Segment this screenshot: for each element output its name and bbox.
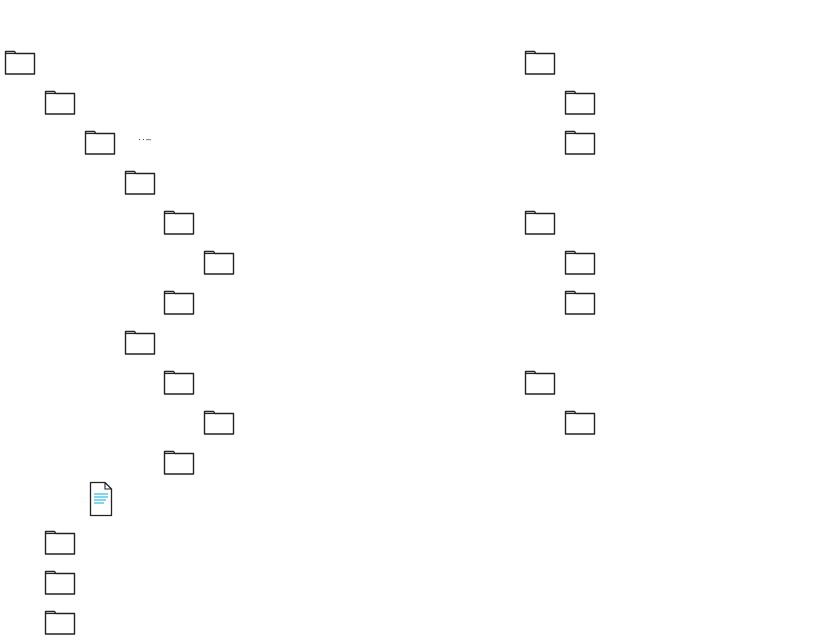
tree-node-file[interactable] <box>84 481 124 517</box>
folder-icon <box>564 85 596 117</box>
folder-icon <box>564 125 596 157</box>
folder-icon <box>524 45 556 77</box>
folder-icon <box>564 245 596 277</box>
folder-icon <box>203 405 235 437</box>
tree-node-folder[interactable] <box>564 285 604 317</box>
tree-node-folder[interactable]: ··– <box>84 125 152 157</box>
tree-node-folder[interactable] <box>564 125 604 157</box>
folder-icon <box>44 525 76 557</box>
tree-node-folder[interactable] <box>163 365 203 397</box>
tree-node-folder[interactable] <box>44 85 84 117</box>
tree-node-folder[interactable] <box>44 525 84 557</box>
folder-icon <box>163 285 195 317</box>
tree-node-folder[interactable] <box>163 285 203 317</box>
tree-node-folder[interactable] <box>4 45 44 77</box>
folder-icon <box>163 365 195 397</box>
tree-node-folder[interactable] <box>203 245 243 277</box>
folder-icon <box>203 245 235 277</box>
tree-node-folder[interactable] <box>524 205 564 237</box>
folder-icon <box>124 325 156 357</box>
tree-node-folder[interactable] <box>564 85 604 117</box>
tree-node-folder[interactable] <box>524 365 564 397</box>
folder-icon <box>124 165 156 197</box>
folder-icon <box>163 445 195 477</box>
folder-icon <box>44 605 76 637</box>
folder-icon <box>564 405 596 437</box>
folder-icon <box>84 125 116 157</box>
tree-node-folder[interactable] <box>163 205 203 237</box>
tree-node-folder[interactable] <box>564 245 604 277</box>
tree-node-folder[interactable] <box>124 325 164 357</box>
tree-node-folder[interactable] <box>524 45 564 77</box>
folder-icon <box>4 45 36 77</box>
tree-node-folder[interactable] <box>124 165 164 197</box>
tree-node-folder[interactable] <box>564 405 604 437</box>
tree-node-folder[interactable] <box>44 565 84 597</box>
tree-node-folder[interactable] <box>163 445 203 477</box>
folder-icon <box>44 565 76 597</box>
document-icon <box>84 481 116 517</box>
tree-node-label: ··– <box>138 134 152 144</box>
tree-node-folder[interactable] <box>203 405 243 437</box>
folder-icon <box>524 365 556 397</box>
folder-icon <box>44 85 76 117</box>
tree-node-folder[interactable] <box>44 605 84 637</box>
folder-icon <box>564 285 596 317</box>
folder-icon <box>524 205 556 237</box>
folder-icon <box>163 205 195 237</box>
